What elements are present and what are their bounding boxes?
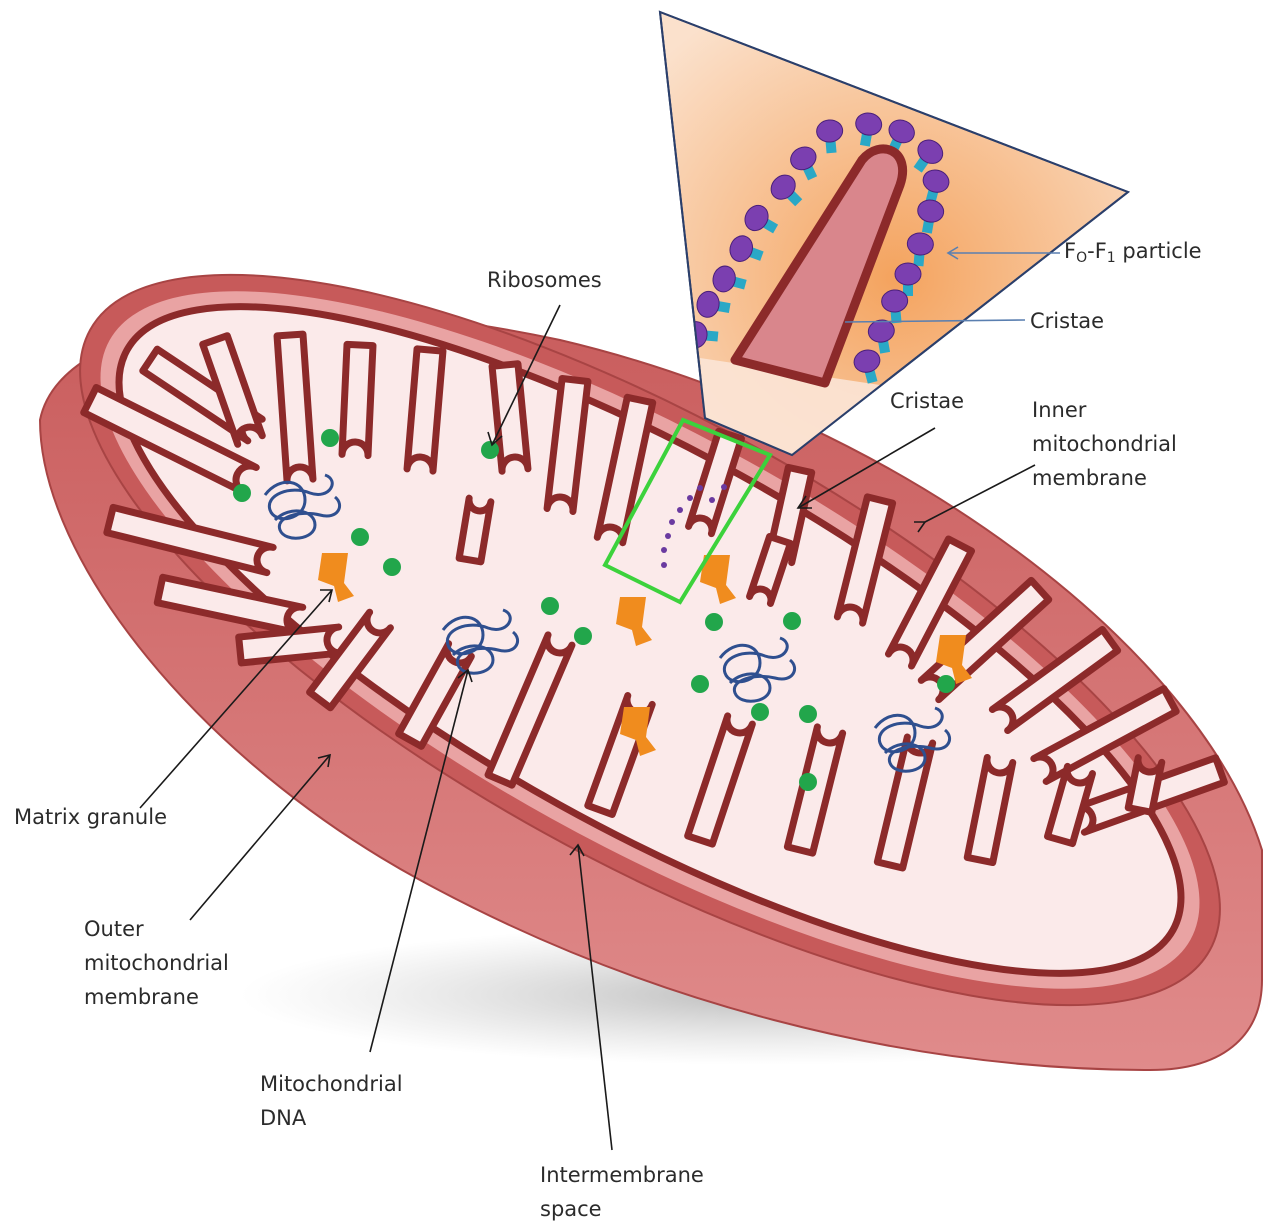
- inner-membrane-label: Inner mitochondrial membrane: [1032, 393, 1177, 495]
- ribosome: [541, 597, 559, 615]
- ribosome: [937, 675, 955, 693]
- ribosome: [383, 558, 401, 576]
- ribosome: [481, 441, 499, 459]
- ribosome: [321, 429, 339, 447]
- ribosome: [705, 613, 723, 631]
- cristae-label: Cristae: [890, 384, 964, 418]
- intermembrane-label: Intermembrane space: [540, 1158, 704, 1226]
- matrix-granule-label: Matrix granule: [14, 800, 167, 834]
- outer-membrane-label: Outer mitochondrial membrane: [84, 912, 229, 1014]
- ribosome: [574, 627, 592, 645]
- crista-fold: [239, 627, 342, 663]
- crista-fold: [407, 349, 443, 471]
- ribosome: [691, 675, 709, 693]
- ribosome: [351, 528, 369, 546]
- ribosome: [783, 612, 801, 630]
- cristae-inset-label: Cristae: [1030, 304, 1104, 338]
- ribosome: [799, 773, 817, 791]
- ribosome: [799, 705, 817, 723]
- fo-f1-particle-label: FO-F1 particle: [1064, 234, 1202, 275]
- ribosomes-label: Ribosomes: [487, 263, 602, 297]
- inner-membrane-pointer: [925, 465, 1035, 522]
- ribosome: [233, 484, 251, 502]
- outer-membrane-pointer: [190, 755, 330, 920]
- ribosome: [751, 703, 769, 721]
- mito-dna-label: Mitochondrial DNA: [260, 1067, 403, 1135]
- crista-fold: [342, 344, 373, 455]
- crista-fold: [492, 364, 528, 471]
- crista-fold: [277, 334, 313, 481]
